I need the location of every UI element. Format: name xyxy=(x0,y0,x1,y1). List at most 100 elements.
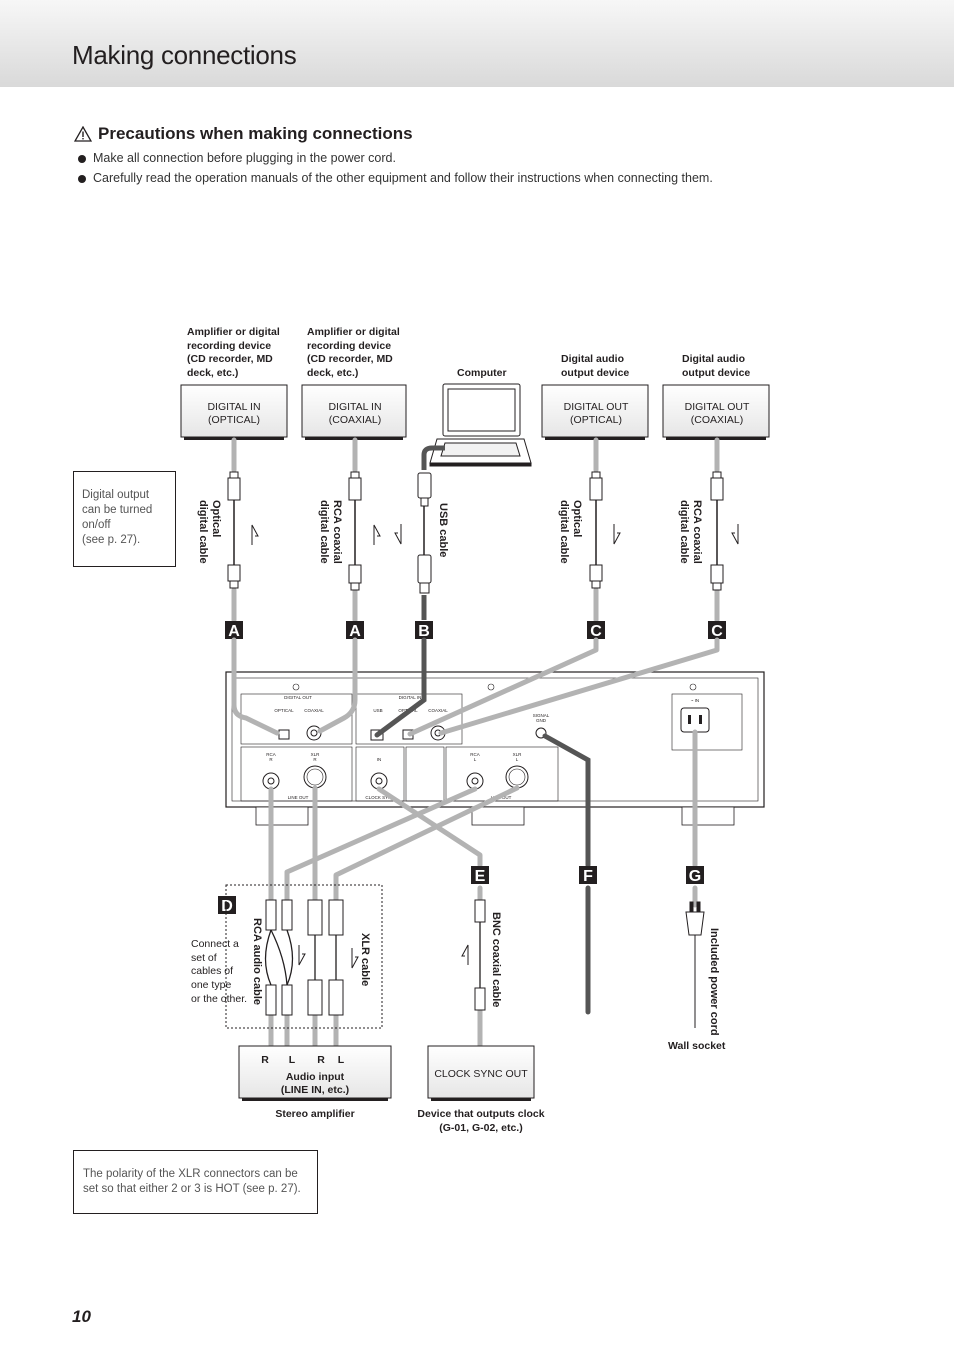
precautions-heading: Precautions when making connections xyxy=(74,124,413,144)
panel-label: CLOCK SYNC xyxy=(365,795,395,800)
panel-label: DIGITAL IN xyxy=(399,695,422,700)
channel-label: L xyxy=(338,1054,345,1066)
device-box-label: (COAXIAL) xyxy=(329,414,382,426)
amp-input-label: (LINE IN, etc.) xyxy=(281,1084,349,1096)
cable-letter-badge: C xyxy=(590,623,602,640)
device-caption: deck, etc.) xyxy=(307,367,358,379)
precautions-heading-text: Precautions when making connections xyxy=(98,124,413,143)
panel-label: ~ IN xyxy=(691,698,699,703)
device-box-digital-out-optical xyxy=(541,384,649,438)
cable-letter-badge: E xyxy=(475,868,486,885)
device-box-label: DIGITAL OUT xyxy=(564,401,629,413)
cable-label: digital cable xyxy=(678,500,690,564)
channel-label: R xyxy=(317,1054,325,1066)
down-arrow-icon xyxy=(351,948,359,969)
device-box-label: (COAXIAL) xyxy=(691,414,744,426)
amp-input-label: Audio input xyxy=(286,1071,345,1083)
note-line: (see p. 27). xyxy=(82,534,141,546)
panel-label: DIGITAL OUT xyxy=(284,695,312,700)
list-item: Carefully read the operation manuals of … xyxy=(76,171,713,186)
device-caption: Digital audio xyxy=(561,353,624,365)
up-arrow-icon xyxy=(251,524,259,545)
note-line: The polarity of the XLR connectors can b… xyxy=(83,1168,298,1180)
cable-letter-badge: D xyxy=(221,898,233,915)
cable-letter-badge: G xyxy=(689,868,701,885)
precautions-list: Make all connection before plugging in t… xyxy=(76,151,713,191)
panel-label: R xyxy=(313,757,317,762)
cable-label: digital cable xyxy=(558,500,570,564)
cable-label: Optical xyxy=(210,500,222,537)
bullet-text: Make all connection before plugging in t… xyxy=(93,151,396,165)
cable-label: RCA coaxial xyxy=(691,500,703,564)
page-title: Making connections xyxy=(72,40,297,70)
list-item: Make all connection before plugging in t… xyxy=(76,151,713,166)
clock-caption: (G-01, G-02, etc.) xyxy=(439,1122,522,1134)
down-arrow-icon xyxy=(613,524,621,545)
panel-label: L xyxy=(516,757,519,762)
cable-label: BNC coaxial cable xyxy=(490,912,502,1007)
panel-label: XLR xyxy=(311,752,321,757)
panel-label: RCA xyxy=(470,752,480,757)
device-box-label: (OPTICAL) xyxy=(570,414,622,426)
cable-letter-badge: C xyxy=(711,623,723,640)
channel-label: R xyxy=(261,1054,269,1066)
xlr-polarity-note: The polarity of the XLR connectors can b… xyxy=(73,1150,318,1214)
cable-label: digital cable xyxy=(197,500,209,564)
note-line: on/off xyxy=(82,519,111,531)
panel-label: XLR xyxy=(513,752,523,757)
note-line: Connect a xyxy=(191,938,239,950)
up-arrow-icon xyxy=(461,944,469,965)
panel-label: OPTICAL xyxy=(274,708,294,713)
page-number: 10 xyxy=(72,1307,91,1326)
device-caption: (CD recorder, MD xyxy=(187,353,273,365)
device-box-label: DIGITAL IN xyxy=(328,401,381,413)
panel-label: COAXIAL xyxy=(304,708,324,713)
cable-set-box xyxy=(225,884,383,1029)
cable-label: digital cable xyxy=(318,500,330,564)
panel-label: USB xyxy=(373,708,382,713)
cable-label: RCA coaxial xyxy=(331,500,343,564)
cable-label: USB cable xyxy=(437,503,449,557)
note-line: one type xyxy=(191,979,231,991)
down-arrow-icon xyxy=(394,524,402,545)
stereo-amplifier-box xyxy=(238,1045,392,1099)
warning-triangle-icon xyxy=(74,126,92,142)
clock-device-box xyxy=(427,1045,535,1099)
panel-label: L xyxy=(474,757,477,762)
cable-letter-badge: F xyxy=(583,868,593,885)
channel-label: L xyxy=(289,1054,296,1066)
clock-caption: Device that outputs clock xyxy=(417,1108,544,1120)
device-box-label: DIGITAL OUT xyxy=(685,401,750,413)
device-caption: deck, etc.) xyxy=(187,367,238,379)
bullet-icon xyxy=(78,155,86,163)
digital-output-note: Digital output can be turned on/off (see… xyxy=(73,471,176,567)
device-caption: recording device xyxy=(307,340,391,352)
clock-box-label: CLOCK SYNC OUT xyxy=(434,1068,528,1080)
device-box-digital-in-coaxial xyxy=(301,384,407,438)
device-caption: output device xyxy=(561,367,629,379)
cable-label: Included power cord xyxy=(708,928,720,1036)
note-line: set so that either 2 or 3 is HOT (see p.… xyxy=(83,1183,301,1195)
cable-letter-badge: B xyxy=(418,623,430,640)
down-arrow-icon xyxy=(731,524,739,545)
device-box-digital-in-optical xyxy=(180,384,288,438)
panel-label: COAXIAL xyxy=(428,708,448,713)
panel-label: RCA xyxy=(266,752,276,757)
device-caption: Amplifier or digital xyxy=(187,326,280,338)
device-box-label: DIGITAL IN xyxy=(207,401,260,413)
note-line: Digital output xyxy=(82,489,150,501)
device-box-label: (OPTICAL) xyxy=(208,414,260,426)
cable-label: Optical xyxy=(571,500,583,537)
bullet-text: Carefully read the operation manuals of … xyxy=(93,171,713,185)
down-arrow-icon xyxy=(298,945,306,966)
device-caption: Computer xyxy=(457,367,507,379)
note-line: or the other. xyxy=(191,993,247,1005)
panel-label: SIGNAL xyxy=(533,713,550,718)
panel-label: IN xyxy=(377,757,382,762)
up-arrow-icon xyxy=(373,524,381,545)
device-caption: recording device xyxy=(187,340,271,352)
device-caption: Amplifier or digital xyxy=(307,326,400,338)
device-caption: output device xyxy=(682,367,750,379)
panel-label: LINE OUT xyxy=(288,795,309,800)
